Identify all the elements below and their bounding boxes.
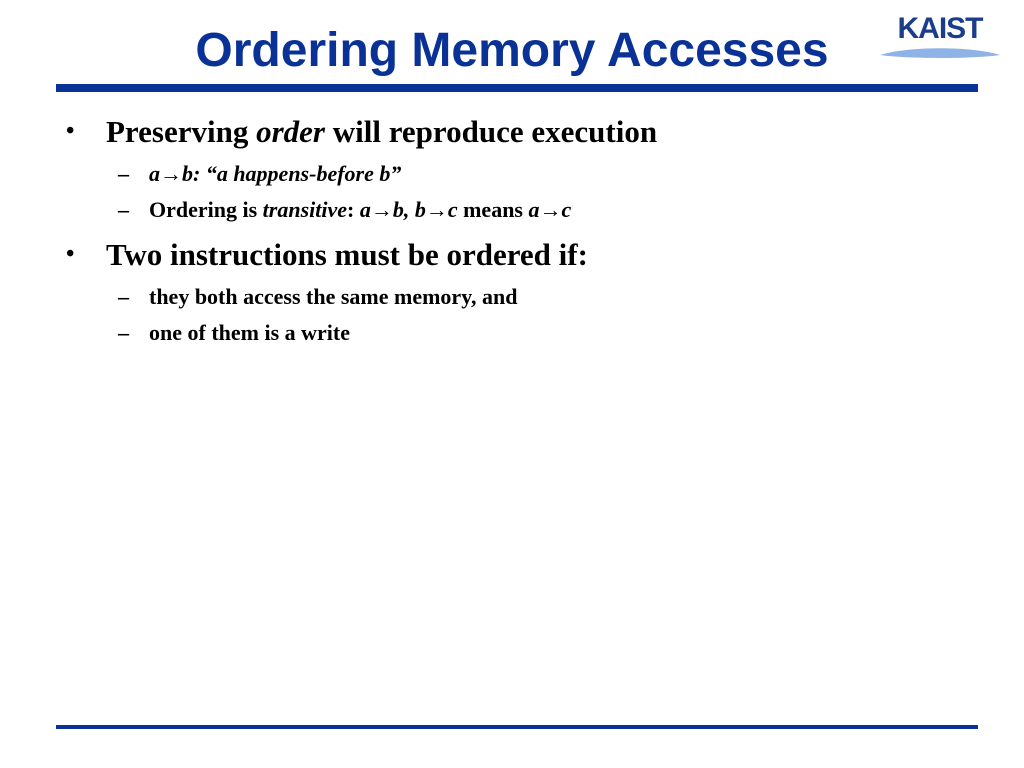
bullet-marker: • (66, 118, 75, 144)
bullet-marker: • (66, 241, 75, 267)
subbullet-marker: – (118, 320, 129, 345)
subbullet-is-write: –one of them is a write (118, 322, 350, 344)
footer-rule (56, 725, 978, 729)
subbullet-happens-before: –a→b: “a happens-before b” (118, 163, 401, 185)
subbullet-text: Ordering is (149, 197, 263, 222)
subbullet-text: a→b: “a happens-before b” (149, 161, 402, 186)
subbullet-text: : (347, 197, 360, 222)
bullet-must-be-ordered: • Two instructions must be ordered if: (66, 239, 588, 270)
subbullet-text: means (457, 197, 529, 222)
kaist-logo: KAIST (878, 12, 1002, 60)
logo-text: KAIST (897, 12, 984, 45)
title-rule (56, 84, 978, 92)
subbullet-text-emphasis: a→b, b→c (359, 197, 458, 222)
bullet-preserving-order: • Preserving order will reproduce executi… (66, 116, 657, 147)
bullet-text: Two instructions must be ordered if: (106, 237, 588, 272)
bullet-text: will reproduce execution (324, 114, 658, 149)
subbullet-marker: – (118, 161, 129, 186)
bullet-text-emphasis: order (256, 114, 325, 149)
subbullet-text: they both access the same memory, and (149, 284, 518, 309)
subbullet-marker: – (118, 197, 129, 222)
subbullet-same-memory: –they both access the same memory, and (118, 286, 517, 308)
subbullet-text-emphasis: a→c (528, 197, 572, 222)
bullet-text: Preserving (106, 114, 257, 149)
subbullet-text-emphasis: transitive (262, 197, 348, 222)
logo-swoosh-icon (880, 48, 1000, 58)
slide-title: Ordering Memory Accesses (195, 24, 829, 77)
subbullet-transitive: –Ordering is transitive: a→b, b→c means … (118, 199, 571, 221)
subbullet-text: one of them is a write (149, 320, 351, 345)
subbullet-marker: – (118, 284, 129, 309)
